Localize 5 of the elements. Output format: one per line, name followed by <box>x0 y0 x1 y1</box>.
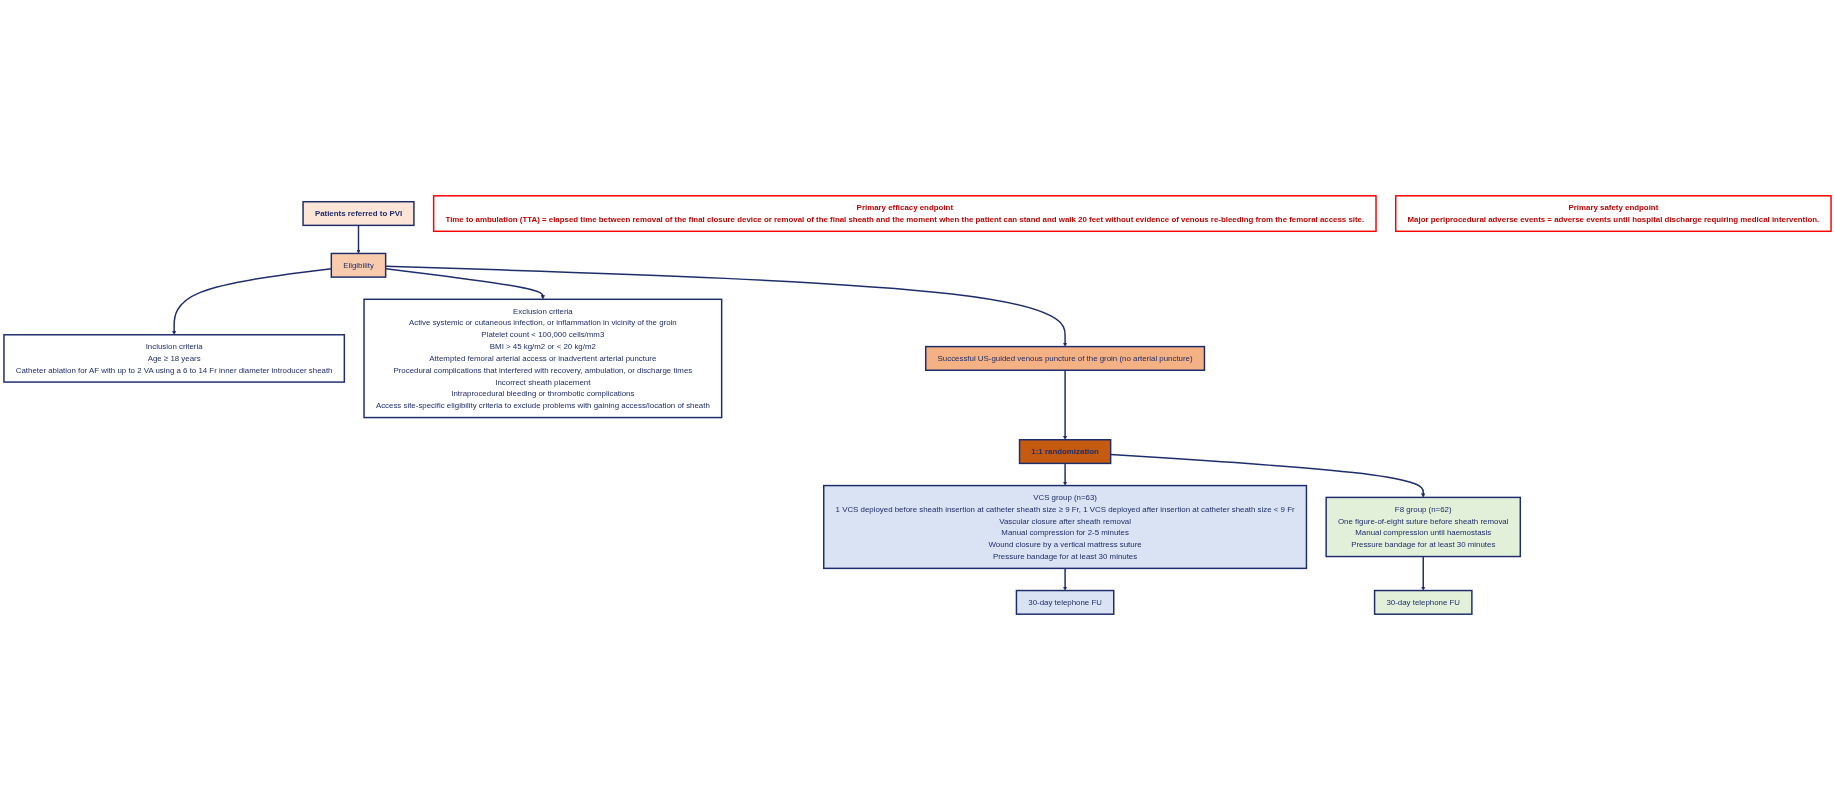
arrow <box>1062 369 1068 440</box>
arrow <box>1421 555 1426 591</box>
arrow <box>1062 567 1068 591</box>
arrow <box>1062 462 1068 486</box>
arrow <box>356 224 361 254</box>
